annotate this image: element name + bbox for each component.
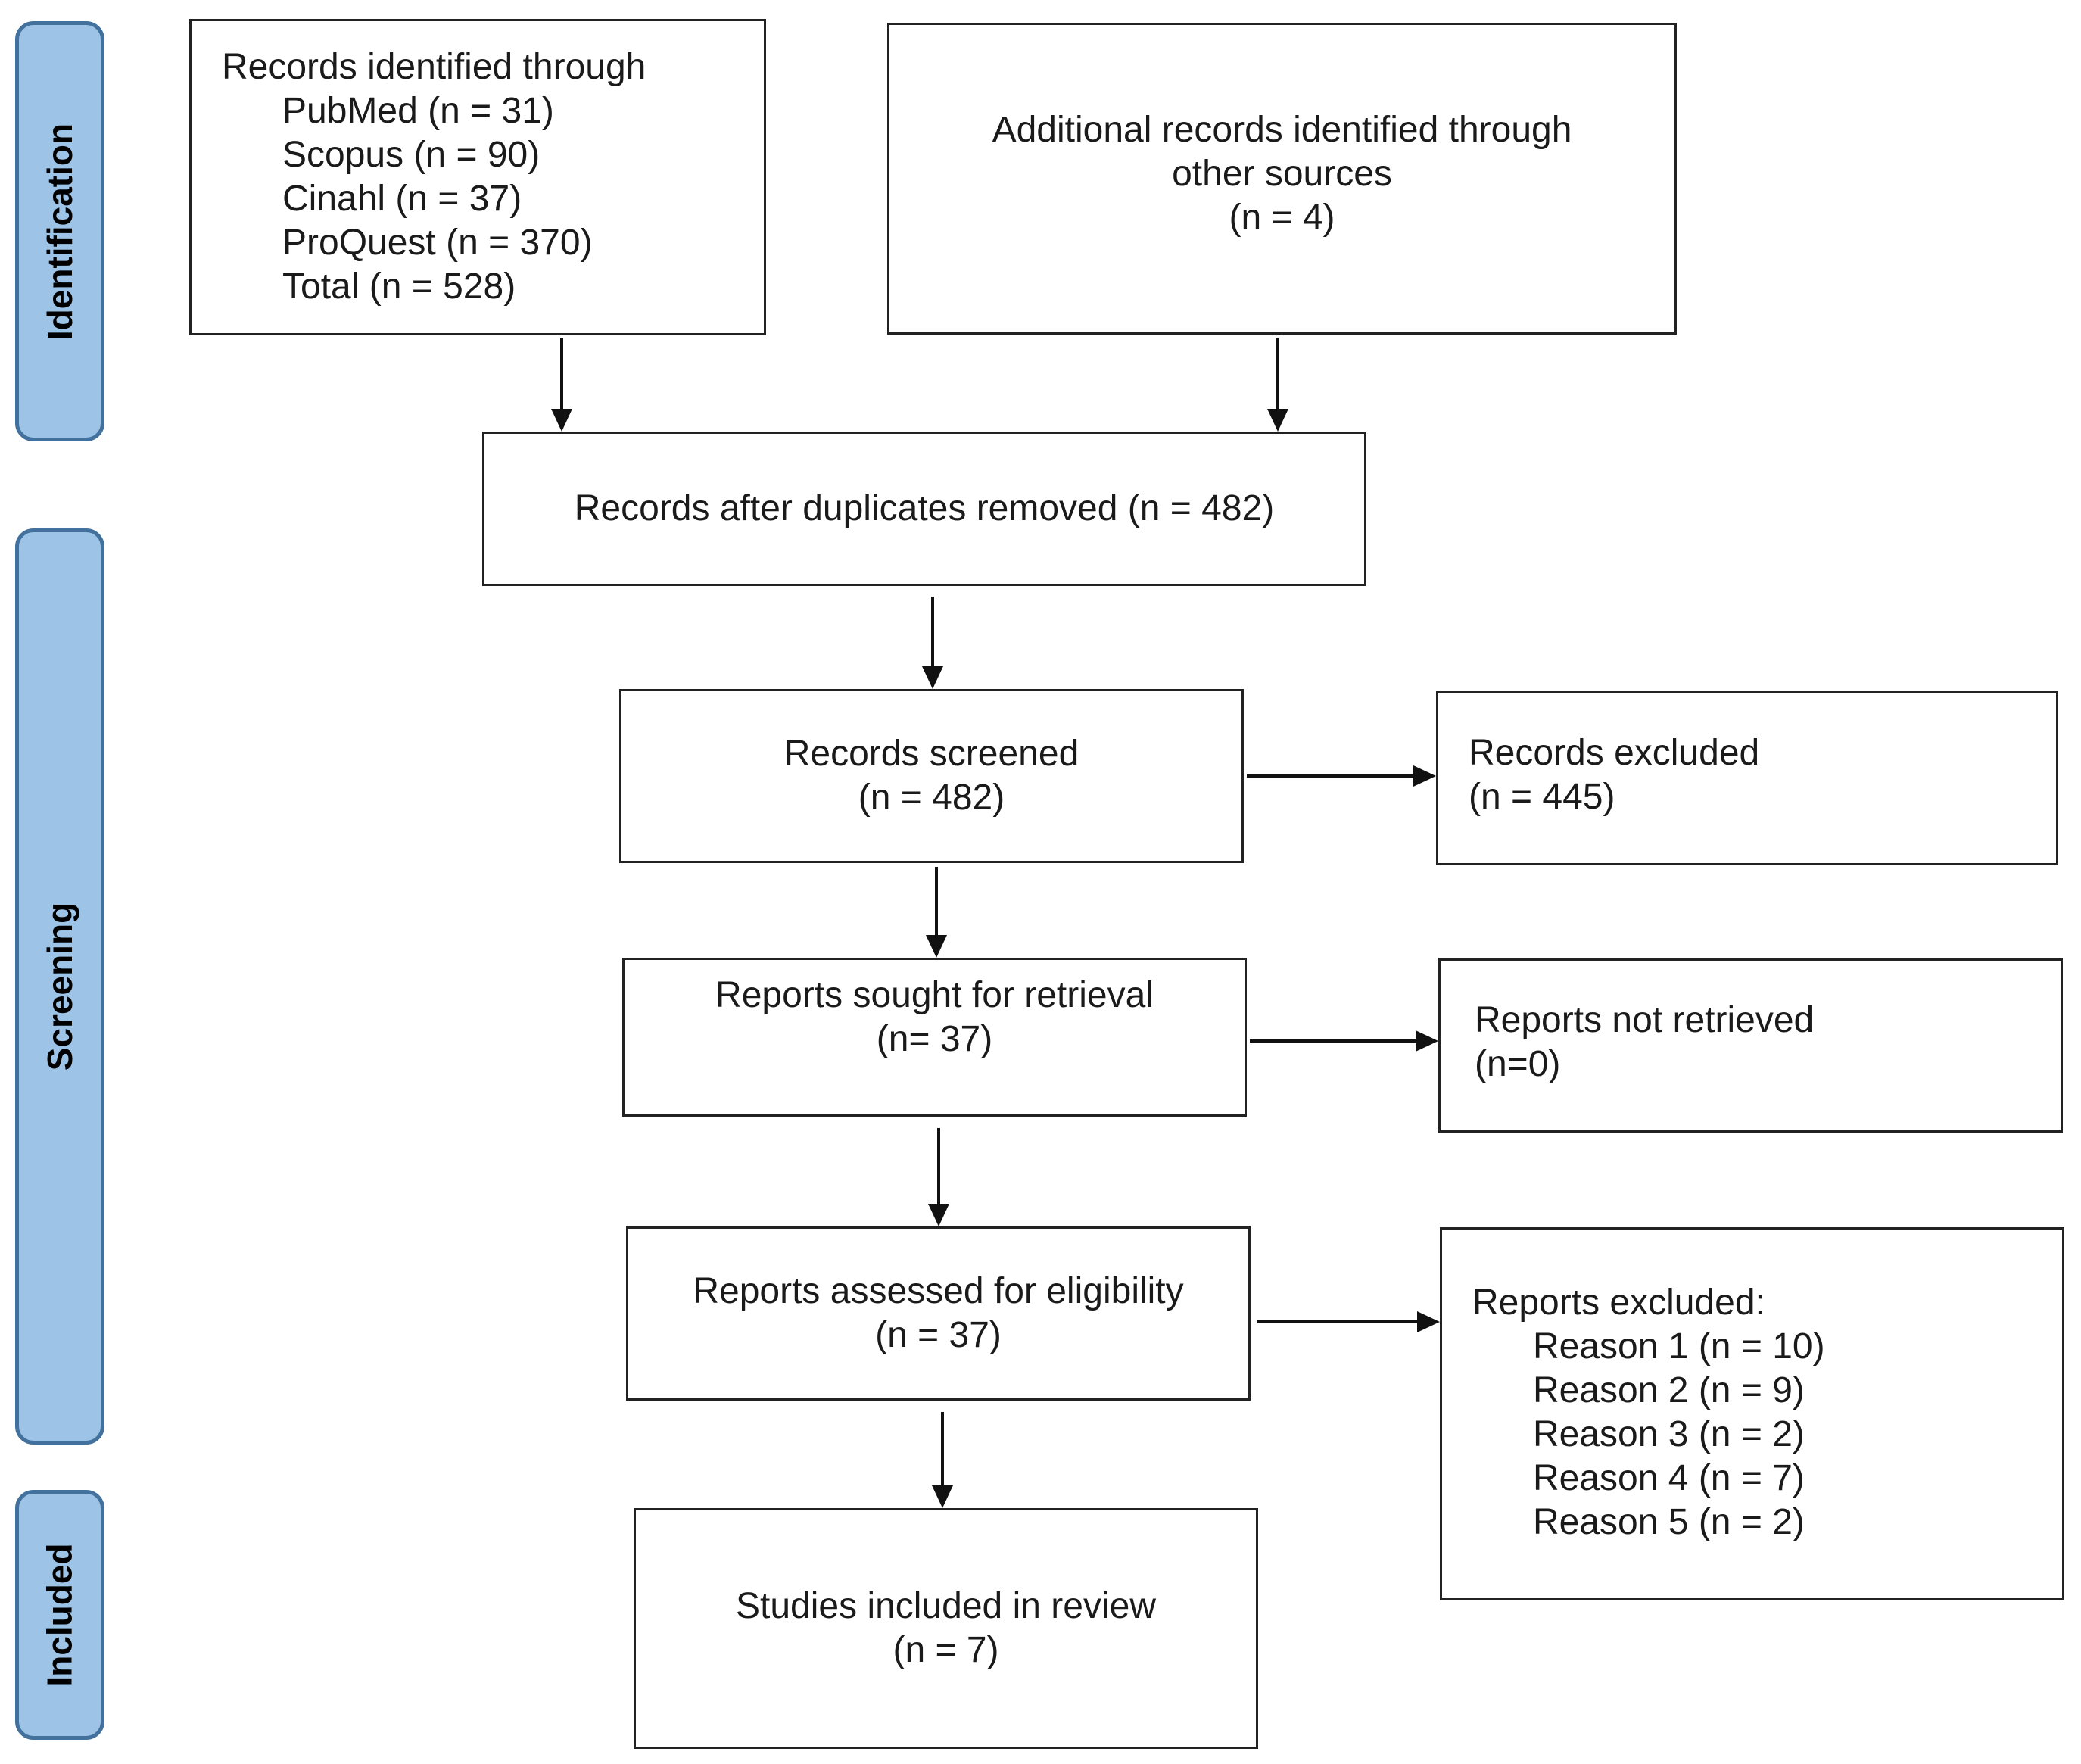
reports-sought-count: (n= 37) bbox=[876, 1019, 993, 1059]
arrowhead bbox=[1417, 1311, 1440, 1332]
arrowhead bbox=[928, 1204, 949, 1226]
other-sources-box: Additional records identified through ot… bbox=[887, 23, 1677, 335]
reports-assessed-label: Reports assessed for eligibility bbox=[693, 1271, 1184, 1311]
arrowhead bbox=[1413, 765, 1436, 787]
records-screened-count: (n = 482) bbox=[858, 778, 1005, 818]
databases-heading: Records identified through bbox=[222, 47, 646, 87]
database-item: PubMed (n = 31) bbox=[282, 91, 554, 131]
exclusion-reason: Reason 1 (n = 10) bbox=[1533, 1326, 1825, 1367]
database-item: Total (n = 528) bbox=[282, 266, 516, 307]
database-item: ProQuest (n = 370) bbox=[282, 223, 593, 263]
arrowhead bbox=[1267, 409, 1288, 432]
reports-excluded-box: Reports excluded: Reason 1 (n = 10) Reas… bbox=[1440, 1227, 2064, 1600]
exclusion-reason: Reason 3 (n = 2) bbox=[1533, 1414, 1805, 1454]
databases-box: Records identified through PubMed (n = 3… bbox=[189, 19, 766, 335]
records-excluded-count: (n = 445) bbox=[1469, 777, 1615, 817]
records-excluded-label: Records excluded bbox=[1469, 733, 1760, 773]
reports-not-retrieved-box: Reports not retrieved (n=0) bbox=[1438, 958, 2063, 1133]
arrowhead bbox=[1416, 1030, 1438, 1052]
stage-included: Included bbox=[15, 1490, 104, 1740]
arrowhead bbox=[551, 409, 572, 432]
reports-not-retrieved-count: (n=0) bbox=[1475, 1044, 1561, 1084]
studies-included-count: (n = 7) bbox=[893, 1630, 999, 1670]
other-sources-line: other sources bbox=[1172, 154, 1392, 194]
reports-sought-box: Reports sought for retrieval (n= 37) bbox=[622, 958, 1247, 1117]
exclusion-reason: Reason 2 (n = 9) bbox=[1533, 1370, 1805, 1410]
reports-assessed-box: Reports assessed for eligibility (n = 37… bbox=[626, 1226, 1251, 1401]
other-sources-line: Additional records identified through bbox=[992, 110, 1572, 150]
reports-assessed-count: (n = 37) bbox=[875, 1315, 1002, 1355]
other-sources-count: (n = 4) bbox=[1229, 198, 1335, 238]
duplicates-removed-text: Records after duplicates removed (n = 48… bbox=[574, 488, 1275, 528]
reports-not-retrieved-label: Reports not retrieved bbox=[1475, 1000, 1815, 1040]
records-screened-label: Records screened bbox=[783, 734, 1079, 774]
arrowhead bbox=[932, 1485, 953, 1508]
records-screened-box: Records screened (n = 482) bbox=[619, 689, 1244, 863]
reports-sought-label: Reports sought for retrieval bbox=[715, 975, 1154, 1015]
exclusion-reason: Reason 5 (n = 2) bbox=[1533, 1502, 1805, 1542]
stage-screening: Screening bbox=[15, 528, 104, 1445]
studies-included-label: Studies included in review bbox=[736, 1586, 1156, 1626]
records-excluded-box: Records excluded (n = 445) bbox=[1436, 691, 2058, 865]
database-item: Cinahl (n = 37) bbox=[282, 179, 522, 219]
arrowhead bbox=[922, 666, 943, 689]
studies-included-box: Studies included in review (n = 7) bbox=[634, 1508, 1258, 1749]
reports-excluded-heading: Reports excluded: bbox=[1472, 1282, 1765, 1323]
arrowhead bbox=[926, 935, 947, 958]
database-item: Scopus (n = 90) bbox=[282, 135, 540, 175]
duplicates-removed-box: Records after duplicates removed (n = 48… bbox=[482, 432, 1366, 586]
stage-identification: Identification bbox=[15, 21, 104, 441]
exclusion-reason: Reason 4 (n = 7) bbox=[1533, 1458, 1805, 1498]
